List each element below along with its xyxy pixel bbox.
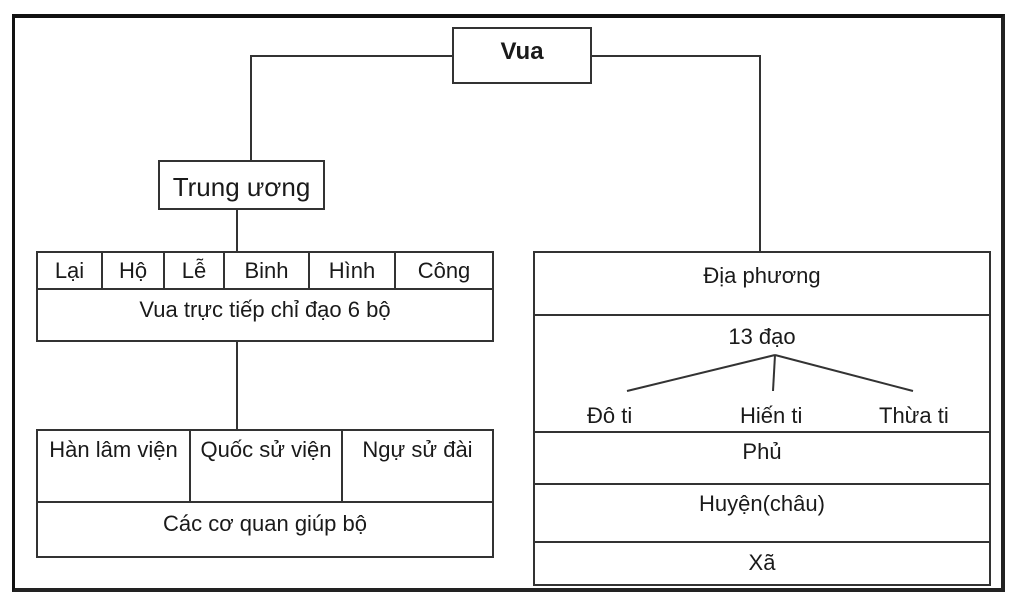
prefecture-label: Phủ	[742, 439, 782, 464]
agencies-row: Hàn lâm viện Quốc sử viện Ngự sử đài	[38, 431, 492, 503]
ministries-row: Lại Hộ Lễ Binh Hình Công	[38, 253, 492, 290]
central-box: Trung ương	[158, 160, 325, 210]
connector-central-to-ministries	[236, 208, 238, 252]
support-note: Các cơ quan giúp bộ	[162, 511, 367, 536]
branch-to-hien-ti	[772, 354, 776, 392]
ministry-lai: Lại	[38, 253, 103, 288]
agency-quoc-su-vien: Quốc sử viện	[191, 431, 343, 501]
local-block: Địa phương 13 đạo Đô ti Hiến ti Thừa ti …	[533, 251, 991, 586]
ministry-le: Lễ	[165, 253, 225, 288]
ministries-note: Vua trực tiếp chỉ đạo 6 bộ	[139, 297, 391, 322]
ministry-ho: Hộ	[103, 253, 165, 288]
support-agencies-block: Hàn lâm viện Quốc sử viện Ngự sử đài Các…	[36, 429, 494, 558]
connector-root-to-local-v	[759, 55, 761, 252]
office-do-ti: Đô ti	[587, 403, 633, 428]
connector-root-to-central-v	[250, 55, 252, 161]
root-box-vua: Vua	[452, 27, 592, 84]
diagram-frame	[12, 14, 1005, 592]
local-divider-2	[535, 431, 989, 433]
agency-han-lam-vien: Hàn lâm viện	[38, 431, 191, 501]
circuits-branch-lines	[626, 354, 914, 392]
local-divider-1	[535, 314, 989, 316]
central-label: Trung ương	[172, 172, 311, 202]
district-label: Huyện(châu)	[699, 491, 825, 516]
ministry-hinh: Hình	[310, 253, 396, 288]
local-label: Địa phương	[703, 263, 821, 288]
ministry-cong: Công	[417, 257, 471, 283]
commune-label: Xã	[748, 550, 776, 575]
branch-to-thua-ti	[774, 354, 914, 392]
branch-to-do-ti	[626, 354, 776, 392]
local-divider-4	[535, 541, 989, 543]
ministries-block: Lại Hộ Lễ Binh Hình Công Vua trực tiếp c…	[36, 251, 494, 342]
office-thua-ti: Thừa ti	[879, 403, 949, 428]
root-label: Vua	[500, 38, 544, 65]
connector-ministries-to-agencies	[236, 342, 238, 430]
local-divider-3	[535, 483, 989, 485]
agency-ngu-su-dai: Ngự sử đài	[362, 437, 473, 462]
ministry-binh: Binh	[225, 253, 310, 288]
connector-root-to-central-h	[250, 55, 454, 57]
circuits-label: 13 đạo	[728, 324, 796, 349]
connector-root-to-local-h	[591, 55, 761, 57]
office-hien-ti: Hiến ti	[740, 403, 803, 428]
